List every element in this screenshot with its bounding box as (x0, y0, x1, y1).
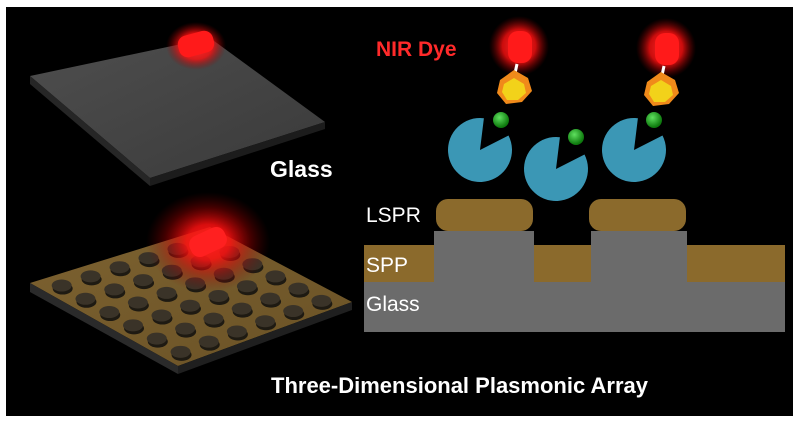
binding-site (646, 112, 662, 128)
plasmonic-array-slide (30, 227, 352, 374)
glass-slide (30, 38, 325, 186)
gold-nanodisc (175, 322, 196, 335)
gold-nanodisc (99, 306, 120, 319)
lspr-cap (436, 199, 533, 231)
gold-nanodisc (283, 305, 304, 318)
binding-site (568, 129, 584, 145)
gold-nanodisc (109, 261, 130, 274)
glass-top-label: Glass (270, 156, 333, 182)
gold-nanodisc (146, 332, 167, 345)
gold-nanodisc (151, 309, 172, 322)
glass-pillar (434, 231, 534, 282)
gold-nanodisc (203, 312, 224, 325)
protein-receptor (448, 118, 512, 182)
gold-nanodisc (80, 270, 101, 283)
spp-layer (364, 245, 785, 282)
gold-nanodisc (123, 319, 144, 332)
gold-nanodisc (260, 292, 281, 305)
nir-dye-label: NIR Dye (376, 38, 457, 61)
gold-nanodisc (127, 296, 148, 309)
cross-section (364, 199, 785, 332)
glass-pillar (591, 231, 687, 282)
glass-layer-label: Glass (366, 293, 420, 316)
gold-nanodisc (179, 299, 200, 312)
protein-receptors (448, 112, 666, 201)
gold-nanodisc (75, 292, 96, 305)
gold-nanodisc (156, 286, 177, 299)
gold-nanodisc (226, 325, 247, 338)
spp-label: SPP (366, 254, 408, 277)
gold-nanodisc (198, 335, 219, 348)
gold-nanodisc (133, 274, 154, 287)
nir-dye-glow (166, 22, 226, 70)
gold-nanodisc (51, 279, 72, 292)
gold-nanodisc (255, 315, 276, 328)
gold-nanodisc (170, 345, 191, 358)
dye-left (489, 16, 549, 104)
gold-nanodisc (265, 270, 286, 283)
protein-receptor (602, 118, 666, 182)
binding-site (493, 112, 509, 128)
protein-receptor (524, 137, 588, 201)
array-label: Three-Dimensional Plasmonic Array (271, 373, 649, 398)
lspr-label: LSPR (366, 204, 421, 227)
gold-nanodisc (311, 294, 332, 307)
gold-nanodisc (104, 283, 125, 296)
lspr-cap (589, 199, 686, 231)
dye-right (636, 18, 696, 106)
gold-nanodisc (288, 282, 309, 295)
nir-dye-glow-array (146, 192, 270, 292)
gold-nanodisc (208, 289, 229, 302)
gold-nanodisc (231, 302, 252, 315)
glass-layer (364, 282, 785, 332)
